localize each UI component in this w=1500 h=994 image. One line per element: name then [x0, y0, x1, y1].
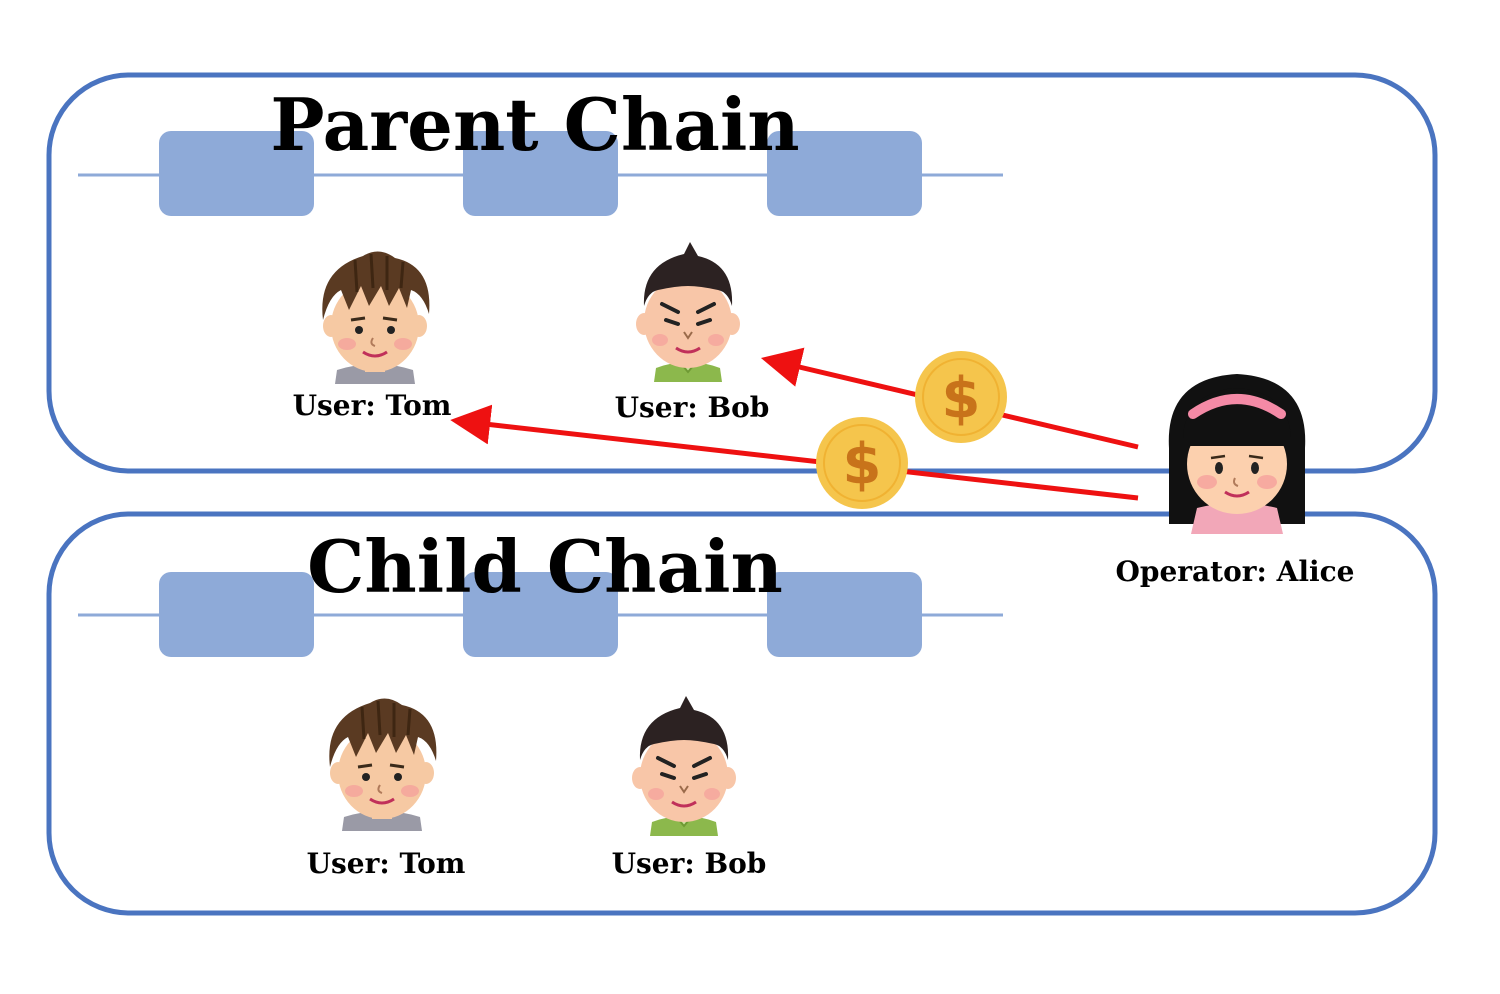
child-block-2 — [463, 572, 618, 657]
coin-bob: $ — [915, 351, 1007, 443]
child-bob-label: User: Bob — [612, 847, 767, 880]
operator: Operator: Alice — [1116, 374, 1355, 588]
parent-block-2 — [463, 131, 618, 216]
operator-label: Operator: Alice — [1116, 555, 1355, 588]
dollar-sign-icon: $ — [942, 366, 981, 431]
parent-chain-title: Parent Chain — [270, 82, 799, 167]
child-chain-title: Child Chain — [307, 524, 783, 609]
coin-icon — [915, 351, 1007, 443]
child-chain-box — [46, 511, 1438, 916]
parent-tom-label: User: Tom — [293, 389, 452, 422]
parent-chain-box — [46, 72, 1438, 474]
parent-chain: Parent Chain User: Tom User: Bob — [46, 72, 1438, 474]
child-tom-avatar — [327, 696, 438, 833]
parent-block-3 — [767, 131, 922, 216]
parent-block-1 — [159, 131, 314, 216]
payment-arrow-to-tom — [450, 404, 1139, 501]
payment-arrows — [450, 347, 1139, 501]
operator-alice-avatar — [1169, 374, 1305, 534]
coin-icon — [816, 417, 908, 509]
child-block-3 — [767, 572, 922, 657]
child-block-1 — [159, 572, 314, 657]
parent-bob-label: User: Bob — [615, 391, 770, 424]
parent-tom-avatar — [320, 249, 431, 386]
coin-tom: $ — [816, 417, 908, 509]
child-bob-avatar — [630, 694, 738, 838]
parent-bob-avatar — [634, 240, 742, 384]
dollar-sign-icon: $ — [843, 432, 882, 497]
child-tom-label: User: Tom — [307, 847, 466, 880]
child-chain: Child Chain User: Tom User: Bob — [46, 511, 1438, 916]
